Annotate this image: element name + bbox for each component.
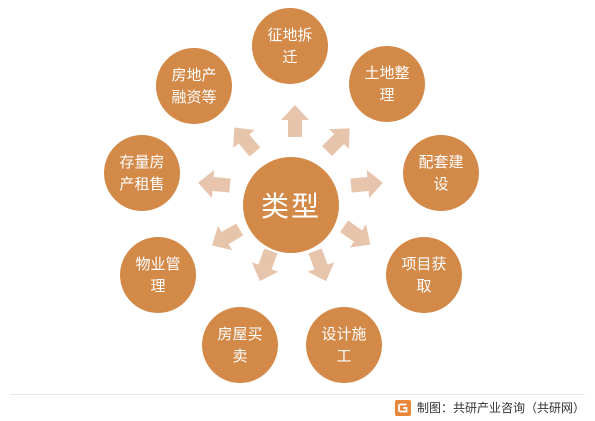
node-land-consolidation: 土地整 理 — [349, 46, 425, 122]
arrow-to-node-4 — [307, 248, 335, 282]
node-label-line2: 取 — [416, 277, 432, 295]
node-design-construction: 设计施 工 — [306, 307, 382, 383]
node-label-line1: 房屋买 — [217, 325, 263, 343]
arrow-to-node-1 — [322, 128, 350, 156]
node-label-line2: 迁 — [282, 48, 298, 66]
footer-divider — [10, 394, 585, 395]
arrow-to-node-6 — [212, 223, 244, 251]
node-label-line1: 项目获 — [401, 255, 447, 273]
node-property-trading: 房屋买 卖 — [202, 307, 278, 383]
node-stock-property-leasing: 存量房 产租售 — [104, 135, 180, 211]
source-text: 制图：共研产业咨询（共研网） — [416, 401, 585, 415]
node-label-line2: 理 — [379, 86, 395, 104]
arrow-to-node-7 — [198, 170, 231, 198]
node-label-line1: 物业管 — [135, 255, 181, 273]
center-label: 类型 — [260, 190, 321, 223]
node-label-line1: 设计施 — [321, 325, 367, 343]
node-property-management: 物业管 理 — [120, 237, 196, 313]
node-label-line2: 产租售 — [119, 175, 165, 193]
node-label-line2: 工 — [336, 347, 352, 365]
arrow-to-node-5 — [251, 248, 279, 282]
node-label-line2: 融资等 — [171, 88, 217, 106]
node-label-line2: 卖 — [232, 347, 248, 365]
arrow-to-node-8 — [233, 127, 261, 157]
source-footer: 制图：共研产业咨询（共研网） — [394, 399, 585, 416]
node-supporting-construction: 配套建 设 — [403, 135, 479, 211]
node-label-line1: 配套建 — [418, 153, 464, 171]
node-label-line1: 存量房 — [119, 153, 165, 171]
node-land-acquisition: 征地拆 迁 — [252, 8, 328, 84]
arrow-to-node-0 — [281, 105, 309, 137]
node-real-estate-financing: 房地产 融资等 — [156, 48, 232, 124]
node-label-line2: 设 — [433, 175, 449, 193]
gongyan-logo-icon — [394, 399, 411, 416]
node-label-line2: 理 — [150, 277, 166, 295]
node-label-line1: 土地整 — [364, 64, 410, 82]
node-label-line1: 征地拆 — [267, 26, 313, 44]
node-project-acquisition: 项目获 取 — [386, 237, 462, 313]
arrow-to-node-3 — [340, 220, 371, 248]
node-label-line1: 房地产 — [171, 66, 217, 84]
arrow-to-node-2 — [350, 170, 383, 198]
center-node: 类型 — [243, 157, 339, 253]
